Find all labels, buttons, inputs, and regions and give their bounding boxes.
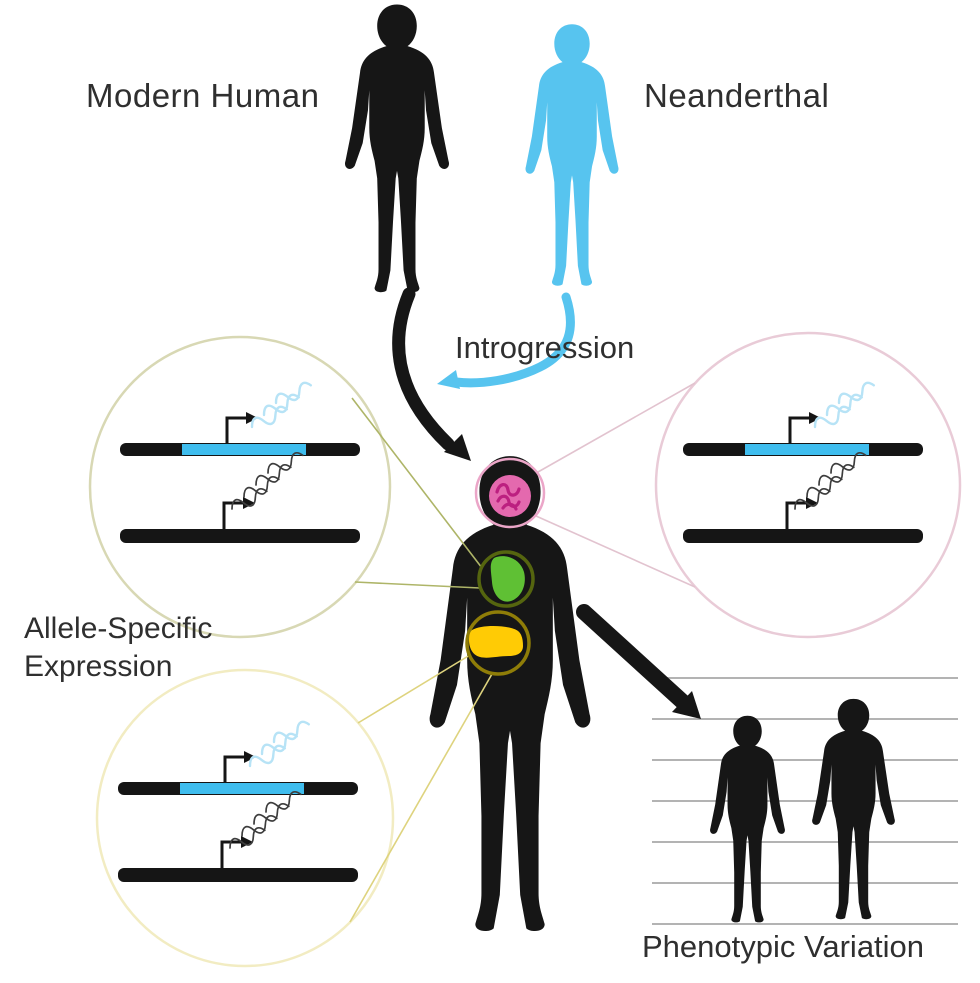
thick-arrow-shaft [576,604,692,711]
phenotype-short-silhouette [710,715,785,923]
inset-circle-chest [88,335,392,639]
introgression-arrow-blue [437,292,575,389]
abdomen-organ-icon [469,625,523,658]
introgression-arrow-black [392,287,471,461]
curved-arrow-head [437,370,460,389]
curved-arrow-head [444,434,471,461]
inset-circle-brain [654,331,962,639]
height-chart-lines [652,677,958,925]
chest-organ-ring [477,550,535,608]
abdomen-organ-ring [465,610,531,676]
brain-squiggles [495,483,521,511]
modern-human-silhouette [344,4,450,293]
allele-specific-expression-label-line2: Expression [24,650,172,683]
phenotype-tall-silhouette [812,698,895,920]
brain-callout-lines [535,382,696,588]
phenotype-arrow [576,604,701,719]
head-ring [474,457,546,529]
chest-organ-icon [490,556,525,602]
chest-callout-lines [351,397,483,589]
modern-human-label: Modern Human [86,77,319,114]
allele-specific-expression-label-line1: Allele-Specific [24,612,212,645]
inset-circle-abdomen [95,668,395,968]
curved-arrow-shaft [451,292,575,388]
thick-arrow-head [672,691,701,719]
phenotypic-variation-label: Phenotypic Variation [642,929,924,964]
abdomen-callout-lines [349,654,493,923]
introgression-label: Introgression [455,330,634,365]
curved-arrow-shaft [392,287,455,451]
neanderthal-label: Neanderthal [644,77,829,114]
neanderthal-silhouette [525,24,619,286]
